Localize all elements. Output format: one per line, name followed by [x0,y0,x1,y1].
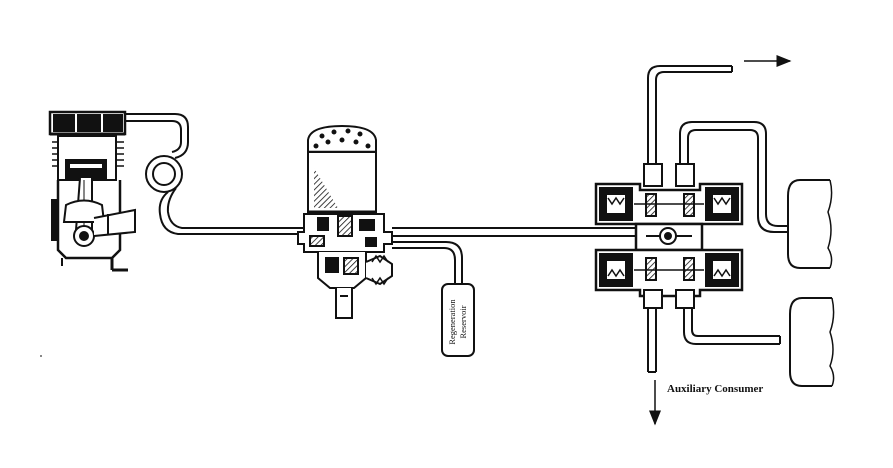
air-dryer [297,124,393,319]
air-compressor [40,110,136,357]
circuit-reservoir-lower [789,297,835,387]
auxiliary-consumer-label: Auxiliary Consumer [667,383,763,395]
delivery-coil-pipe [125,113,310,235]
main-supply-pipe [392,227,636,237]
regeneration-reservoir: Regeneration Reservoir [441,283,475,357]
four-circuit-protection-valve [594,65,744,373]
regeneration-reservoir-label-line2: Reservoir [458,305,468,338]
regeneration-reservoir-label-line1: Regeneration [447,299,457,345]
regeneration-reservoir-pipe [392,241,463,284]
circuit-reservoir-upper [787,179,833,269]
circuit-reservoir-pipes [679,121,790,345]
